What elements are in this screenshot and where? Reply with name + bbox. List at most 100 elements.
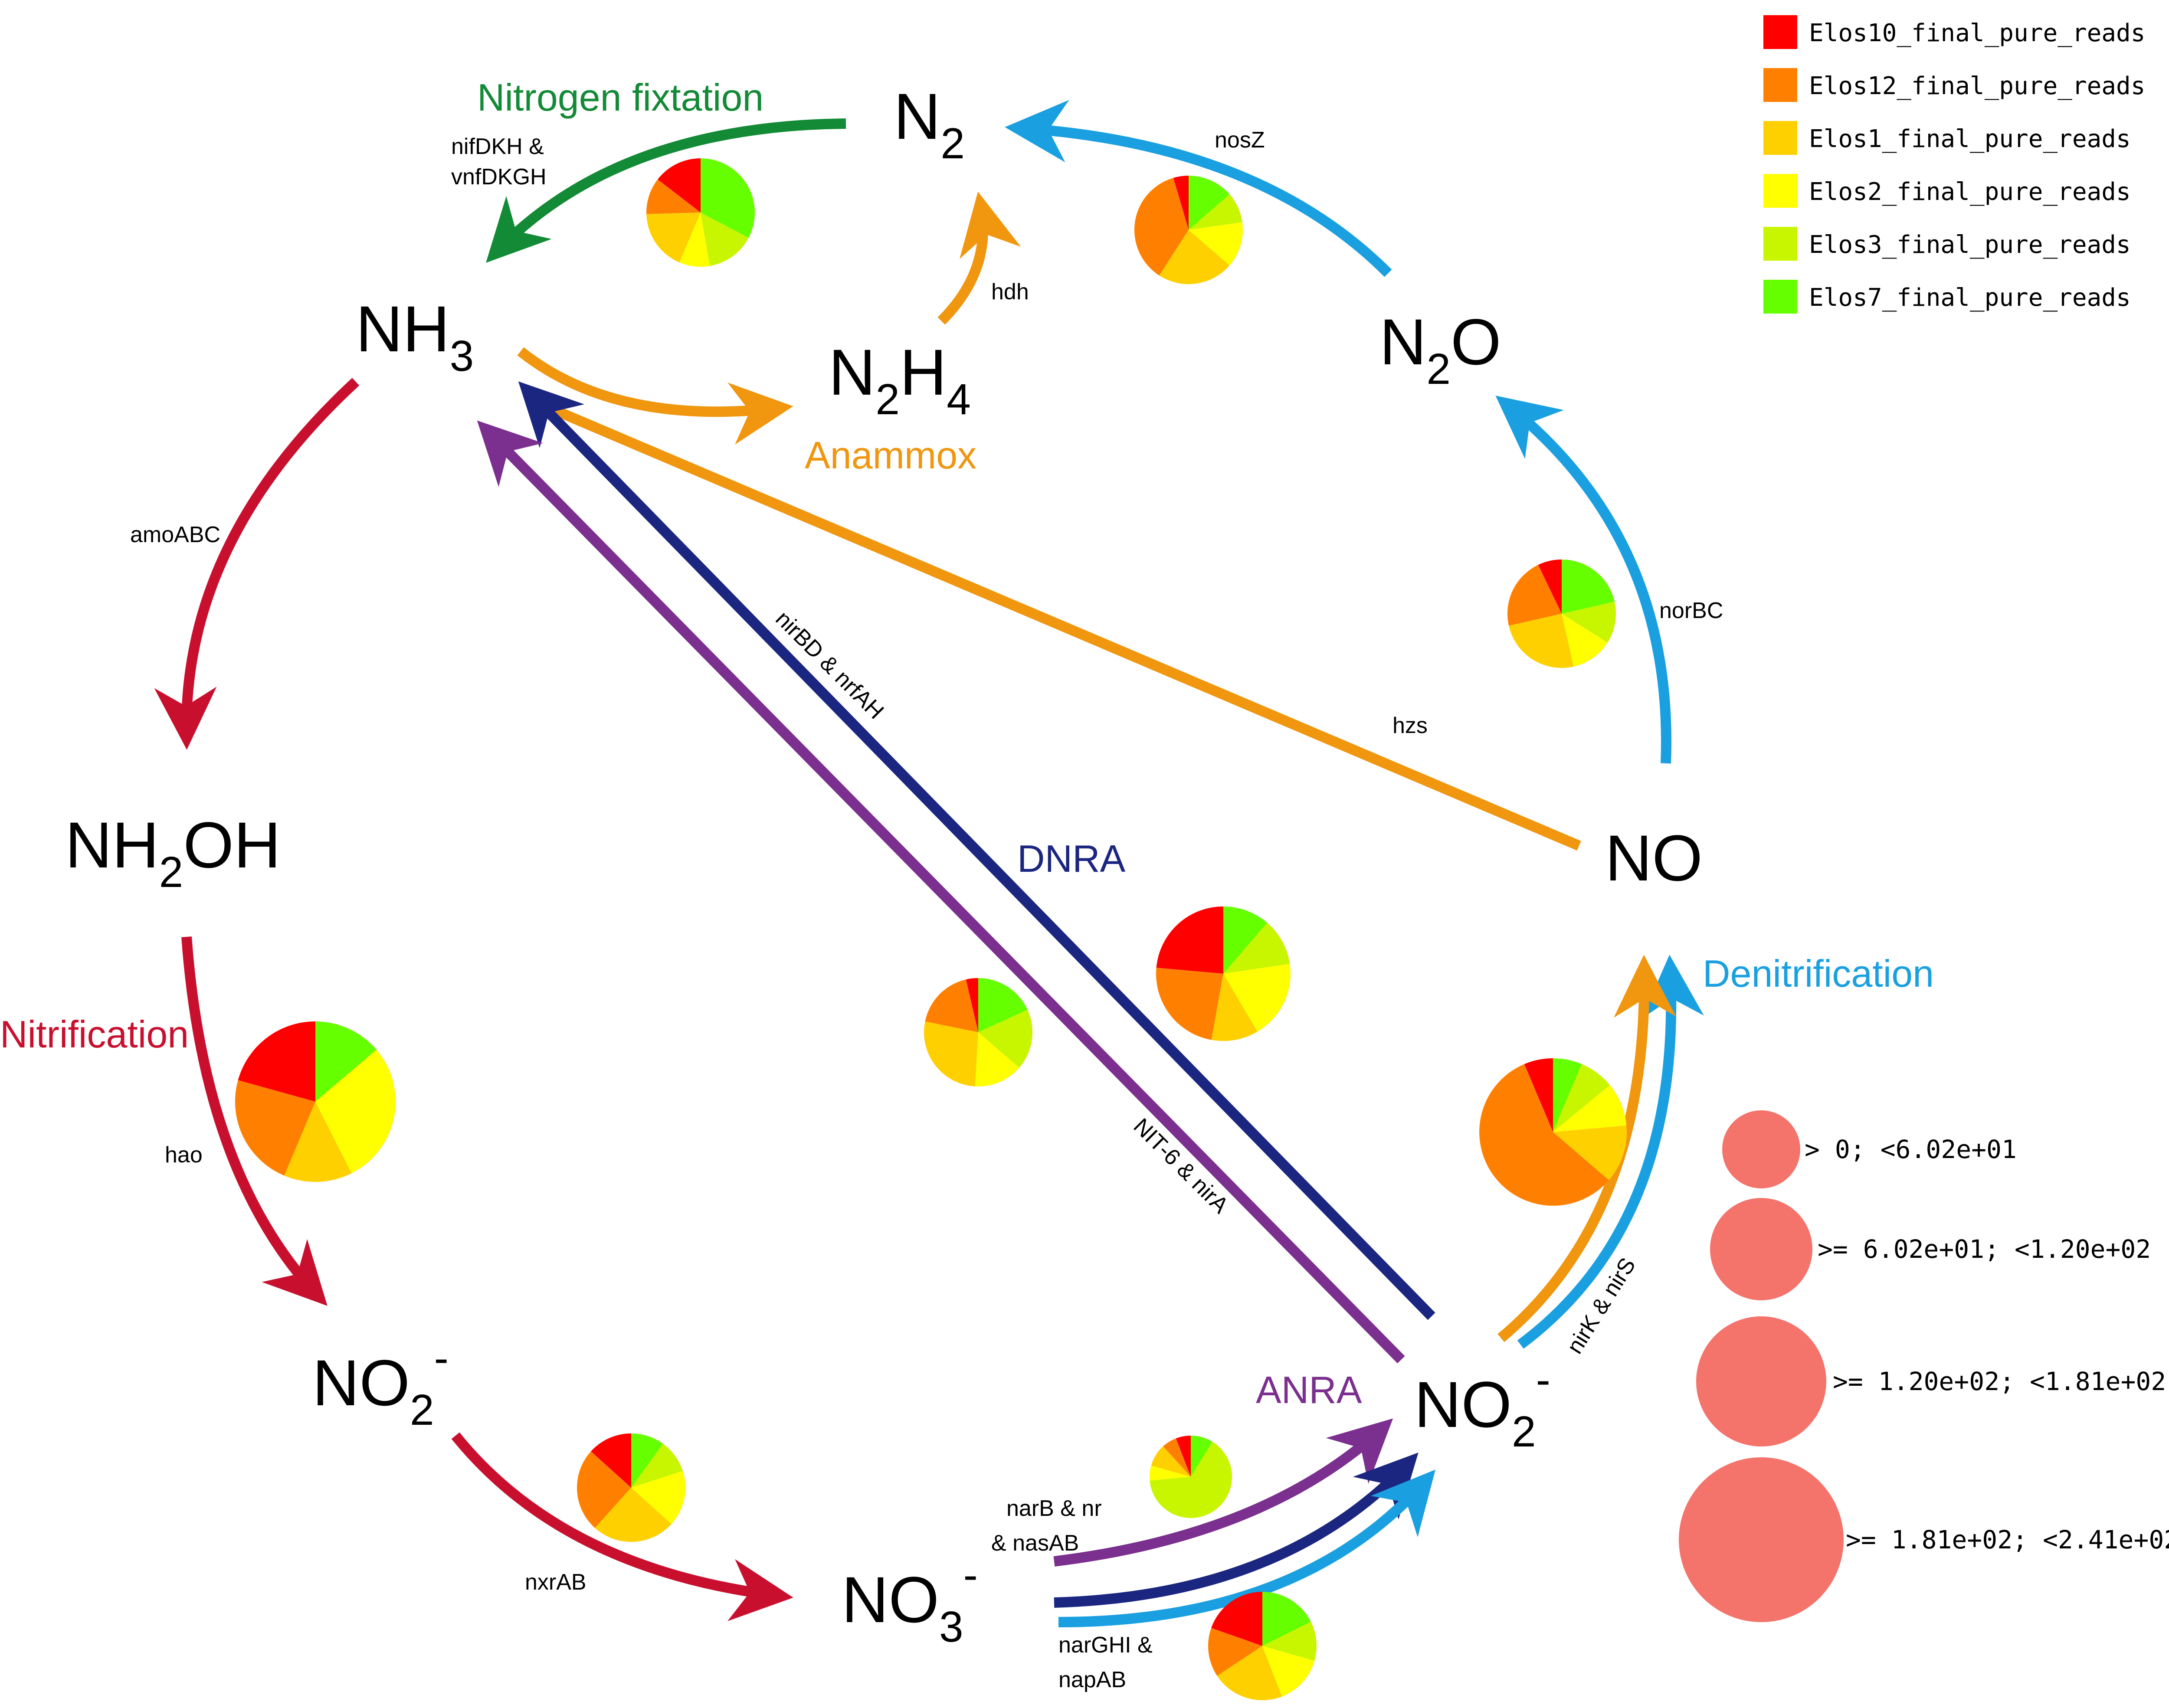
pie-slice: [631, 1433, 663, 1488]
pie-slice: [1553, 1085, 1627, 1132]
size-label: >= 1.81e+02; <2.41e+02: [1846, 1525, 2169, 1554]
label-denitrification: Denitrification: [1703, 952, 1934, 995]
size-circle: [1710, 1198, 1812, 1300]
arrow-anammox: [517, 347, 793, 445]
pie-slice: [1151, 1446, 1191, 1477]
legend-swatch: [1763, 15, 1797, 49]
legend-swatch: [1763, 68, 1797, 102]
pie-slice: [1189, 222, 1243, 265]
label-anra: ANRA: [1256, 1368, 1362, 1411]
size-circle: [1696, 1316, 1826, 1446]
gene-nif-line1: nifDKH &: [451, 134, 544, 159]
legend-item: Elos1_final_pure_reads: [1763, 121, 2131, 155]
compound-n2o: N2O: [1379, 305, 1501, 393]
pie-slice: [1159, 230, 1230, 285]
compound-no2-left: NO2-: [312, 1334, 449, 1434]
pie-slice: [1191, 1436, 1212, 1477]
pie-nitrogen-fixation: [646, 158, 755, 267]
pie-slice: [1538, 560, 1562, 614]
gene-nxrab: nxrAB: [525, 1570, 586, 1595]
pie-slice: [924, 1021, 978, 1086]
pie-slice: [658, 158, 701, 213]
gene-hao: hao: [165, 1142, 203, 1168]
pie-slice: [1262, 1622, 1317, 1661]
pie-nitrification: [235, 1021, 396, 1182]
arrow-narghi-blue: [1058, 1469, 1436, 1627]
pie-nirk: [1479, 1058, 1627, 1206]
pie-slice: [1163, 1438, 1191, 1477]
pie-slice: [238, 1021, 315, 1102]
legend-swatch: [1763, 227, 1797, 261]
arrow-amoabc: [154, 378, 360, 750]
pie-slice: [1156, 906, 1223, 974]
pie-slice: [1524, 1058, 1553, 1132]
pie-slice: [235, 1080, 315, 1176]
legend-item: Elos7_final_pure_reads: [1763, 280, 2131, 314]
pie-slice: [1211, 974, 1258, 1041]
label-dnra: DNRA: [1017, 837, 1126, 880]
pie-slice: [1208, 1628, 1262, 1676]
pie-slice: [1173, 176, 1189, 230]
pie-dnra-large: [1156, 906, 1291, 1041]
pie-slice: [591, 1433, 631, 1488]
pie-norbc: [1507, 560, 1616, 668]
arrow-hdh: [937, 191, 1021, 325]
compound-n2: N2: [894, 80, 965, 168]
label-nitrification: Nitrification: [0, 1013, 189, 1056]
pie-slice: [284, 1102, 352, 1182]
legend-label: Elos7_final_pure_reads: [1809, 284, 2131, 312]
pie-slice: [646, 213, 701, 263]
compound-no3: NO3-: [842, 1551, 978, 1651]
gene-nif-line2: vnfDKGH: [451, 164, 547, 190]
pie-narb: [1149, 1436, 1232, 1518]
compound-nh3: NH3: [356, 292, 474, 380]
arrow-nxrab: [451, 1432, 793, 1621]
legend-label: Elos2_final_pure_reads: [1809, 178, 2131, 206]
pie-nosz: [1134, 175, 1243, 285]
pie-slice: [631, 1471, 685, 1524]
pie-anra: [924, 978, 1033, 1087]
legend-swatch: [1763, 174, 1797, 208]
pie-slice: [577, 1451, 631, 1528]
pie-slice: [1553, 1058, 1582, 1132]
pathway-labels: Nitrogen fixtation Anammox Nitrification…: [0, 76, 1934, 1411]
pie-slice: [1150, 1442, 1232, 1518]
pie-slice: [1562, 602, 1616, 643]
arrow-anra: [477, 420, 1405, 1364]
size-circle: [1722, 1110, 1800, 1188]
arrow-nirk-blue: [1517, 955, 1704, 1349]
pie-slice: [978, 1010, 1033, 1068]
pie-slice: [1134, 178, 1189, 276]
pie-slice: [1553, 1064, 1610, 1132]
gene-narghi-line1: narGHI &: [1058, 1633, 1153, 1658]
legend-label: Elos1_final_pure_reads: [1809, 125, 2131, 153]
sample-legend: Elos10_final_pure_reads Elos12_final_pur…: [1763, 15, 2145, 314]
pie-slice: [315, 1021, 377, 1102]
pie-slice: [975, 1032, 1019, 1087]
pie-slice: [1217, 1646, 1282, 1701]
label-nitrogen-fixation: Nitrogen fixtation: [477, 76, 763, 119]
pie-slice: [966, 978, 978, 1032]
gene-narghi-line2: napAB: [1058, 1667, 1126, 1692]
legend-item: Elos3_final_pure_reads: [1763, 227, 2131, 261]
arrow-dnra: [518, 381, 1435, 1320]
compound-no2-right: NO2-: [1414, 1355, 1550, 1456]
compound-no: NO: [1605, 821, 1703, 894]
pie-slice: [1262, 1646, 1315, 1697]
pie-slice: [1553, 1125, 1627, 1180]
size-legend: > 0; <6.02e+01 >= 6.02e+01; <1.20e+02 >=…: [1679, 1110, 2169, 1622]
pie-nxrab: [577, 1433, 685, 1542]
legend-label: Elos12_final_pure_reads: [1809, 72, 2145, 100]
legend-item: Elos2_final_pure_reads: [1763, 174, 2131, 208]
gene-narb-line1: narB & nr: [1006, 1496, 1102, 1521]
legend-item: Elos10_final_pure_reads: [1763, 15, 2145, 49]
pie-slice: [1509, 614, 1574, 668]
arrow-hao: [181, 936, 328, 1306]
pie-slice: [679, 213, 710, 267]
pie-slice: [1211, 1592, 1262, 1646]
pie-slice: [595, 1488, 672, 1542]
line-hzs: [531, 396, 1581, 851]
gene-hdh: hdh: [991, 279, 1029, 304]
pie-slice: [978, 978, 1028, 1032]
